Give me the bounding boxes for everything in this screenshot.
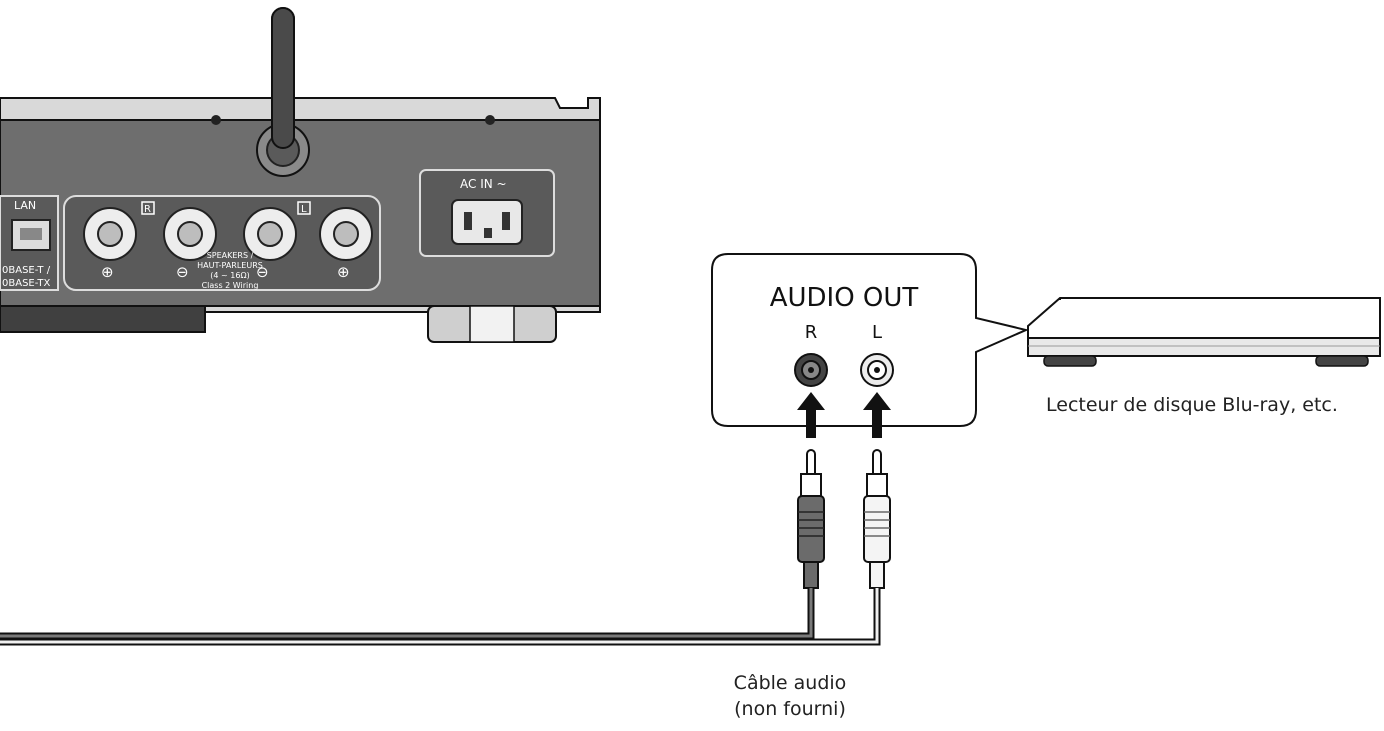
rca-plug-left bbox=[863, 449, 891, 589]
device-label: Lecteur de disque Blu-ray, etc. bbox=[1046, 394, 1338, 416]
impedance-label: (4 ~ 16Ω) bbox=[210, 271, 249, 280]
speaker-terminal-l-minus bbox=[243, 207, 297, 261]
ac-inlet-section: AC IN ~ bbox=[419, 169, 555, 257]
speaker-terminal-l-plus bbox=[319, 207, 373, 261]
speakers-label: SPEAKERS / bbox=[207, 251, 254, 260]
rca-plug-right bbox=[797, 449, 825, 589]
cable-label-line1: Câble audio bbox=[733, 672, 847, 694]
screw-icon bbox=[485, 115, 495, 125]
minus-symbol: ⊖ bbox=[176, 263, 189, 281]
audio-cable bbox=[0, 449, 891, 646]
blu-ray-player-icon bbox=[1027, 297, 1381, 367]
cable-label: Câble audio (non fourni) bbox=[700, 670, 880, 722]
lan-label: LAN bbox=[14, 199, 36, 212]
wiring-class-label: Class 2 Wiring bbox=[202, 281, 259, 290]
audio-out-callout: AUDIO OUT R L bbox=[711, 253, 1030, 438]
audio-out-left-label: L bbox=[872, 322, 882, 343]
base-tx-label: 0BASE-TX bbox=[2, 278, 51, 289]
lan-port-section: LAN 0BASE-T / 0BASE-TX bbox=[0, 195, 59, 291]
plus-symbol: ⊕ bbox=[337, 263, 350, 281]
speaker-terminal-r-minus bbox=[163, 207, 217, 261]
audio-out-right-label: R bbox=[805, 322, 818, 343]
base-t-label: 0BASE-T / bbox=[2, 265, 51, 276]
audio-out-title: AUDIO OUT bbox=[770, 283, 919, 313]
rca-jack-right-icon bbox=[794, 353, 828, 387]
arrow-up-icon bbox=[863, 392, 891, 438]
rca-jack-left-icon bbox=[860, 353, 894, 387]
ac-in-label: AC IN ~ bbox=[460, 177, 507, 191]
amplifier-unit: LAN 0BASE-T / 0BASE-TX bbox=[0, 7, 601, 343]
screw-icon bbox=[211, 115, 221, 125]
plus-symbol: ⊕ bbox=[101, 263, 114, 281]
speaker-terminal-r-plus bbox=[83, 207, 137, 261]
speakers-label-fr: HAUT-PARLEURS bbox=[197, 261, 263, 270]
minus-symbol: ⊖ bbox=[256, 263, 269, 281]
speaker-terminals-panel: R L ⊕ ⊖ ⊖ ⊕ SPEAKERS / HAUT-PARLEURS (4 … bbox=[63, 195, 381, 291]
channel-right-mark: R bbox=[144, 204, 151, 215]
arrow-up-icon bbox=[797, 392, 825, 438]
channel-left-mark: L bbox=[301, 204, 307, 215]
cable-label-line2: (non fourni) bbox=[734, 698, 846, 720]
power-socket-icon bbox=[451, 199, 523, 245]
chassis-foot bbox=[427, 305, 557, 343]
